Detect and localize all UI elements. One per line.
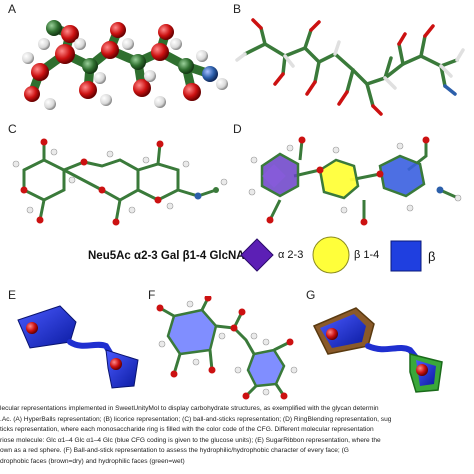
gal-ring [318,158,360,200]
legend-label-beta: β [428,248,436,264]
caption-line: ticks representation, where each monosac… [0,426,374,434]
panel-label-e: E [8,288,17,302]
sugar-ribbon-molecule [17,305,139,389]
ball-and-stick-molecule [12,138,228,226]
caption-line: drophobic faces (brown=dry) and hydrophi… [0,457,185,465]
circle-icon [312,236,350,274]
caption-line: .Ac. (A) HyperBalls representation; (B) … [0,415,392,423]
legend-gal: β 1-4 [312,236,379,274]
panel-label-b: B [233,2,242,16]
glcnac-ring [378,154,426,198]
hydrophilic-faces-molecule [312,307,443,393]
hydrophobic-ball-stick-molecule [156,296,298,400]
panel-label-g: G [306,288,316,302]
panel-label-c: C [8,122,17,136]
legend-label-beta14: β 1-4 [354,249,380,261]
caption-line: own as a red sphere. (F) Ball-and-stick … [0,447,349,455]
legend-label-alpha: α 2-3 [278,249,304,261]
square-icon [390,240,422,272]
hyperballs-molecule [22,20,228,110]
caption-line: riose molecule: Glc α1–4 Glc α1–4 Glc (b… [0,436,381,444]
panel-label-a: A [8,2,17,16]
panel-label-f: F [148,288,156,302]
figure-caption: lecular representations implemented in S… [0,404,474,468]
diamond-icon [240,238,274,272]
legend-neu5ac: α 2-3 [240,238,303,272]
legend-glcnac: β [390,240,435,272]
glycan-label: Neu5Ac α2-3 Gal β1-4 GlcNAc [88,250,252,262]
ring-blending-molecule [248,136,462,226]
licorice-molecule [235,18,465,116]
caption-line: lecular representations implemented in S… [0,405,379,412]
panel-label-d: D [233,122,242,136]
